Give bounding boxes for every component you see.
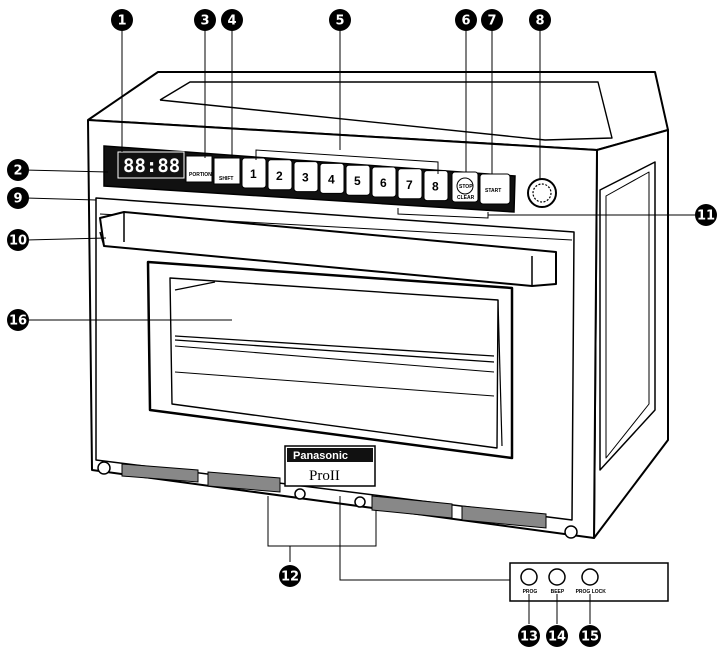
callout-badge-5 bbox=[329, 9, 351, 31]
number-key-label: 6 bbox=[380, 176, 387, 190]
number-key-3[interactable] bbox=[293, 161, 319, 193]
brand-name: Panasonic bbox=[293, 450, 348, 462]
stop-key[interactable] bbox=[451, 171, 479, 203]
bottom-vents bbox=[121, 463, 547, 529]
portion-key[interactable] bbox=[185, 155, 213, 183]
callout-number: 7 bbox=[487, 14, 496, 29]
shift-label: SHIFT bbox=[219, 176, 233, 182]
callout-number: 6 bbox=[461, 14, 470, 29]
rear-button-label: PROG LOCK bbox=[576, 589, 607, 595]
rear-button-1[interactable] bbox=[548, 568, 566, 586]
stop-ring bbox=[456, 177, 474, 195]
rear-button-2[interactable] bbox=[581, 568, 599, 586]
callout-number: 13 bbox=[520, 630, 538, 645]
display-digits: 88:88 bbox=[123, 155, 180, 177]
callout-number: 4 bbox=[227, 14, 236, 29]
rear-panel-inset: PROG BEEP PROG LOCK bbox=[509, 562, 669, 624]
start-label: START bbox=[485, 188, 501, 194]
callout-number: 3 bbox=[200, 14, 209, 29]
stop-label: STOP bbox=[459, 184, 473, 190]
callout-badge-12 bbox=[279, 565, 301, 587]
callout-number: 10 bbox=[9, 234, 27, 249]
feet bbox=[97, 461, 578, 539]
callout-number: 14 bbox=[548, 630, 566, 645]
number-key-label: 1 bbox=[250, 167, 257, 181]
brand-plate: Panasonic ProII bbox=[284, 445, 376, 487]
number-key-label: 2 bbox=[276, 169, 283, 183]
callout-number: 2 bbox=[13, 164, 22, 179]
callout-badge-11 bbox=[695, 204, 717, 226]
number-key-4[interactable] bbox=[319, 162, 345, 194]
callout-number: 5 bbox=[335, 14, 344, 29]
shift-key[interactable] bbox=[213, 157, 241, 185]
number-key-label: 3 bbox=[302, 171, 309, 185]
rear-button-group: PROG BEEP PROG LOCK bbox=[520, 568, 607, 595]
callout-badge-10 bbox=[7, 229, 29, 251]
number-key-6[interactable] bbox=[371, 166, 397, 198]
callout-badge-14 bbox=[546, 625, 568, 647]
number-key-label: 7 bbox=[406, 178, 413, 192]
callout-number: 9 bbox=[13, 192, 22, 207]
number-key-group: 1 2 3 4 5 6 7 8 bbox=[241, 157, 449, 202]
number-key-label: 4 bbox=[328, 172, 335, 186]
callout-badge-2 bbox=[7, 159, 29, 181]
callout-number: 12 bbox=[281, 570, 299, 585]
callout-badge-9 bbox=[7, 187, 29, 209]
number-key-5[interactable] bbox=[345, 164, 371, 196]
callout-number: 15 bbox=[581, 630, 599, 645]
number-key-label: 8 bbox=[432, 180, 439, 194]
door-handle[interactable] bbox=[99, 211, 557, 287]
digital-display bbox=[117, 151, 185, 179]
callout-number: 11 bbox=[697, 209, 715, 224]
portion-label: PORTION bbox=[189, 172, 212, 178]
oven-door bbox=[95, 197, 575, 521]
callout-badge-15 bbox=[579, 625, 601, 647]
callout-number: 16 bbox=[9, 314, 27, 329]
number-key-2[interactable] bbox=[267, 159, 293, 191]
callout-badge-7 bbox=[481, 9, 503, 31]
rear-button-label: PROG bbox=[523, 589, 538, 595]
callout-badge-4 bbox=[221, 9, 243, 31]
callout-badge-13 bbox=[518, 625, 540, 647]
callout-badge-6 bbox=[455, 9, 477, 31]
callout-number: 8 bbox=[535, 14, 544, 29]
rear-button-label: BEEP bbox=[551, 589, 565, 595]
callout-badge-3 bbox=[194, 9, 216, 31]
leader-lines bbox=[23, 30, 696, 581]
start-key[interactable] bbox=[479, 173, 511, 205]
brand-model: ProII bbox=[309, 468, 340, 484]
number-key-label: 5 bbox=[354, 174, 361, 188]
number-key-7[interactable] bbox=[397, 168, 423, 200]
callout-badge-8 bbox=[529, 9, 551, 31]
number-key-8[interactable] bbox=[423, 170, 449, 202]
rear-button-0[interactable] bbox=[520, 568, 538, 586]
callout-badge-16 bbox=[7, 309, 29, 331]
callout-number: 1 bbox=[117, 14, 126, 29]
number-key-1[interactable] bbox=[241, 157, 267, 189]
stop-sub-label: CLEAR bbox=[457, 195, 475, 201]
callout-badge-1 bbox=[111, 9, 133, 31]
dial-knob[interactable] bbox=[527, 178, 557, 208]
